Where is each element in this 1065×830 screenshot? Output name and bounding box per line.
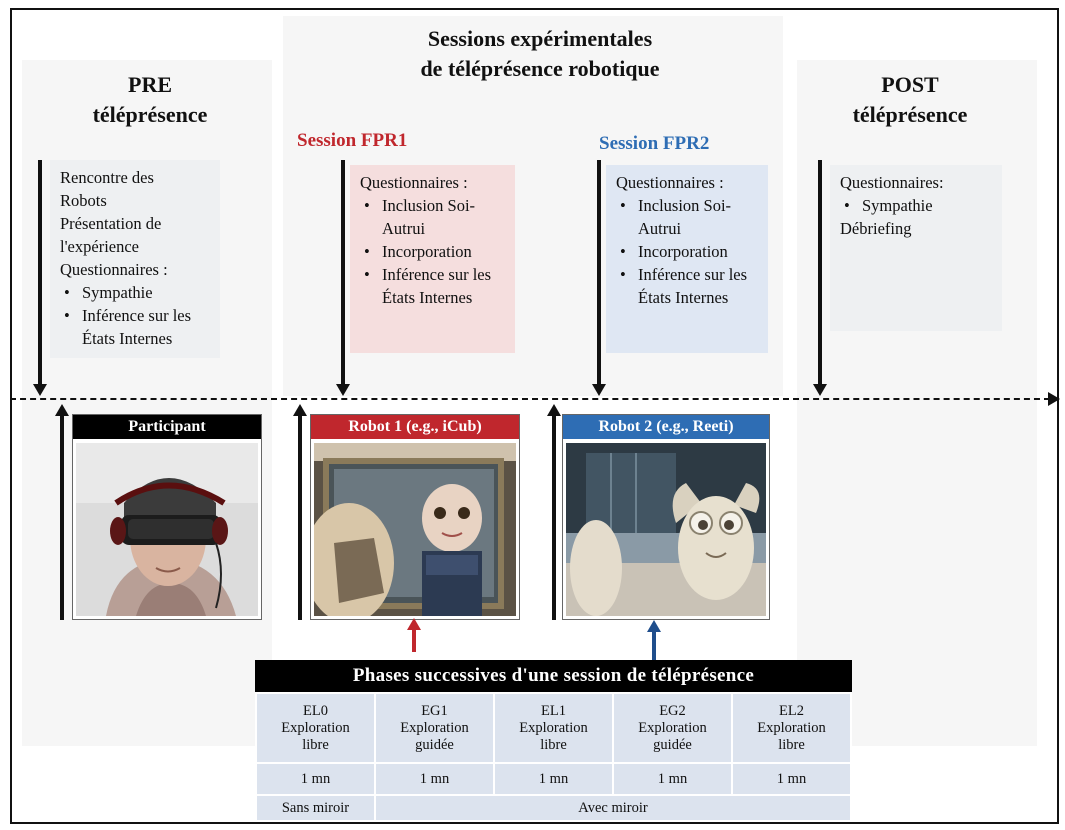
robot2-caption: Robot 2 (e.g., Reeti) (563, 415, 769, 439)
robot2-link-arrowhead (647, 620, 661, 632)
pre-line-2: Robots (60, 191, 107, 210)
phases-title: Phases successives d'une session de télé… (255, 660, 852, 692)
pre-line-4: l'expérience (60, 237, 140, 256)
pre-line-3: Présentation de (60, 214, 162, 233)
duration-cell: 1 mn (493, 762, 614, 796)
fpr2-bullet-list: Inclusion Soi-Autrui Incorporation Infér… (616, 194, 758, 309)
phase-line2: libre (540, 736, 567, 753)
participant-photo (76, 443, 258, 616)
pre-title: PRE téléprésence (50, 70, 250, 130)
duration-cell: 1 mn (731, 762, 852, 796)
pre-arrow-down (33, 160, 47, 396)
fpr1-arrow-down (336, 160, 350, 396)
phase-line2: guidée (653, 736, 692, 753)
fpr1-questionnaire-box: Questionnaires : Inclusion Soi-Autrui In… (350, 165, 515, 353)
phase-code: EL0 (303, 702, 328, 719)
duration-cell: 1 mn (612, 762, 733, 796)
pre-bullet-2: Inférence sur les États Internes (60, 304, 210, 350)
post-column-bg (797, 60, 1037, 746)
fpr2-arrow-down (592, 160, 606, 396)
post-title: POST téléprésence (810, 70, 1010, 130)
duration-cell: 1 mn (374, 762, 495, 796)
mirror-on-cell: Avec miroir (374, 794, 852, 822)
pre-questionnaire-box: Rencontre des Robots Présentation de l'e… (50, 160, 220, 358)
phase-line2: guidée (415, 736, 454, 753)
timeline-dashed-line (10, 398, 1050, 400)
timeline-arrowhead (1048, 392, 1060, 406)
post-title-line1: POST (881, 72, 939, 97)
post-tail: Débriefing (840, 219, 912, 238)
center-title-line1: Sessions expérimentales (427, 26, 653, 51)
post-questionnaire-box: Questionnaires: Sympathie Débriefing (830, 165, 1002, 331)
pre-title-line1: PRE (128, 72, 172, 97)
fpr2-bullet-2: Incorporation (616, 240, 758, 263)
pre-line-1: Rencontre des (60, 168, 154, 187)
center-title: Sessions expérimentales de téléprésence … (330, 24, 750, 84)
phase-duration-row: 1 mn 1 mn 1 mn 1 mn 1 mn (255, 762, 852, 796)
post-bullet-list: Sympathie (840, 194, 992, 217)
robot1-card: Robot 1 (e.g., iCub) (310, 414, 520, 620)
pre-line-5: Questionnaires : (60, 260, 168, 279)
phase-line2: libre (302, 736, 329, 753)
fpr2-bullet-1: Inclusion Soi-Autrui (616, 194, 758, 240)
phase-line1: Exploration (638, 719, 707, 736)
fpr2-bullet-3: Inférence sur les États Internes (616, 263, 758, 309)
pre-title-line2: téléprésence (92, 102, 208, 127)
mirror-off-cell: Sans miroir (255, 794, 376, 822)
session-fpr1-label: Session FPR1 (297, 130, 408, 151)
fpr1-bullet-3: Inférence sur les États Internes (360, 263, 505, 309)
phase-line2: libre (778, 736, 805, 753)
phase-line1: Exploration (757, 719, 826, 736)
robot1-caption: Robot 1 (e.g., iCub) (311, 415, 519, 439)
robot1-photo (314, 443, 516, 616)
post-arrow-down (813, 160, 827, 396)
duration-cell: 1 mn (255, 762, 376, 796)
participant-arrow-up (55, 404, 69, 620)
post-heading: Questionnaires: (840, 173, 944, 192)
participant-card: Participant (72, 414, 262, 620)
session-fpr2-label: Session FPR2 (599, 133, 710, 154)
fpr1-heading: Questionnaires : (360, 173, 468, 192)
center-title-line2: de téléprésence robotique (420, 56, 660, 81)
phase-code: EG1 (421, 702, 448, 719)
phases-table: Phases successives d'une session de télé… (255, 660, 852, 822)
robot2-photo (566, 443, 766, 616)
diagram-frame (10, 8, 1059, 824)
phase-code: EL2 (779, 702, 804, 719)
phase-mirror-row: Sans miroir Avec miroir (255, 794, 852, 822)
phase-line1: Exploration (281, 719, 350, 736)
fpr2-heading: Questionnaires : (616, 173, 724, 192)
robot2-arrow-up (547, 404, 561, 620)
post-title-line2: téléprésence (852, 102, 968, 127)
post-bullet-1: Sympathie (840, 194, 992, 217)
fpr2-questionnaire-box: Questionnaires : Inclusion Soi-Autrui In… (606, 165, 768, 353)
fpr1-bullet-2: Incorporation (360, 240, 505, 263)
robot2-card: Robot 2 (e.g., Reeti) (562, 414, 770, 620)
fpr1-bullet-list: Inclusion Soi-Autrui Incorporation Infér… (360, 194, 505, 309)
robot1-arrow-up (293, 404, 307, 620)
participant-caption: Participant (73, 415, 261, 439)
robot2-link-arrow (652, 628, 656, 662)
pre-bullet-list: Sympathie Inférence sur les États Intern… (60, 281, 210, 350)
pre-bullet-1: Sympathie (60, 281, 210, 304)
fpr1-bullet-1: Inclusion Soi-Autrui (360, 194, 505, 240)
robot1-link-arrow (407, 618, 421, 652)
phase-code: EL1 (541, 702, 566, 719)
phase-line1: Exploration (400, 719, 469, 736)
phase-code: EG2 (659, 702, 686, 719)
phase-line1: Exploration (519, 719, 588, 736)
